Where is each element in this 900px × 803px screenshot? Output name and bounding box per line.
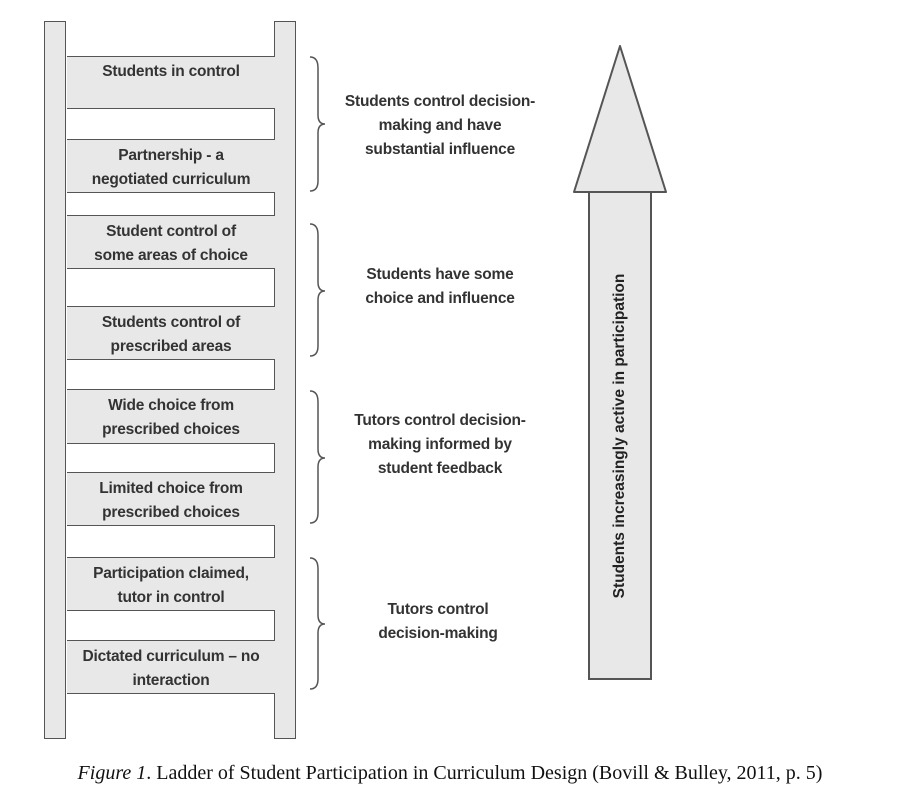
rung-partnership: Partnership - a negotiated curriculum: [67, 139, 275, 193]
ladder-left-rail: [44, 21, 66, 739]
rung-label: Dictated curriculum – no interaction: [82, 648, 260, 689]
rung-students-control-prescribed: Students control of prescribed areas: [67, 306, 275, 360]
brace-group-3: [309, 390, 326, 524]
rung-label: Students control of prescribed areas: [101, 314, 241, 355]
caption-text: . Ladder of Student Participation in Cur…: [146, 762, 823, 784]
rung-dictated-curriculum: Dictated curriculum – no interaction: [67, 640, 275, 694]
rung-label: Limited choice from prescribed choices: [99, 480, 243, 521]
rung-label: Partnership - a negotiated curriculum: [91, 147, 251, 188]
ladder-right-rail: [274, 21, 296, 739]
rung-label: Participation claimed, tutor in control: [93, 565, 249, 606]
arrow-head: [573, 45, 667, 193]
group-label-tutors-control: Tutors control decision-making: [378, 601, 498, 642]
figure-caption: Figure 1. Ladder of Student Participatio…: [0, 762, 900, 785]
rung-students-in-control: Students in control: [67, 56, 275, 109]
rung-label: Students in control: [102, 63, 240, 80]
group-label-tutors-informed: Tutors control decision-making informed …: [354, 412, 526, 477]
brace-group-2: [309, 223, 326, 357]
rung-wide-choice: Wide choice from prescribed choices: [67, 389, 275, 444]
group-label-students-control: Students control decision-making and hav…: [344, 93, 536, 158]
rung-label: Student control of some areas of choice: [94, 223, 248, 264]
rung-label: Wide choice from prescribed choices: [102, 397, 240, 438]
rung-limited-choice: Limited choice from prescribed choices: [67, 472, 275, 526]
group-label-some-choice: Students have some choice and influence: [365, 266, 515, 307]
rung-participation-claimed: Participation claimed, tutor in control: [67, 557, 275, 611]
brace-group-4: [309, 557, 326, 690]
figure-number: Figure 1: [77, 762, 147, 784]
rung-student-control-some-areas: Student control of some areas of choice: [67, 215, 275, 269]
arrow-label: Students increasingly active in particip…: [611, 273, 628, 599]
brace-group-1: [309, 56, 326, 192]
